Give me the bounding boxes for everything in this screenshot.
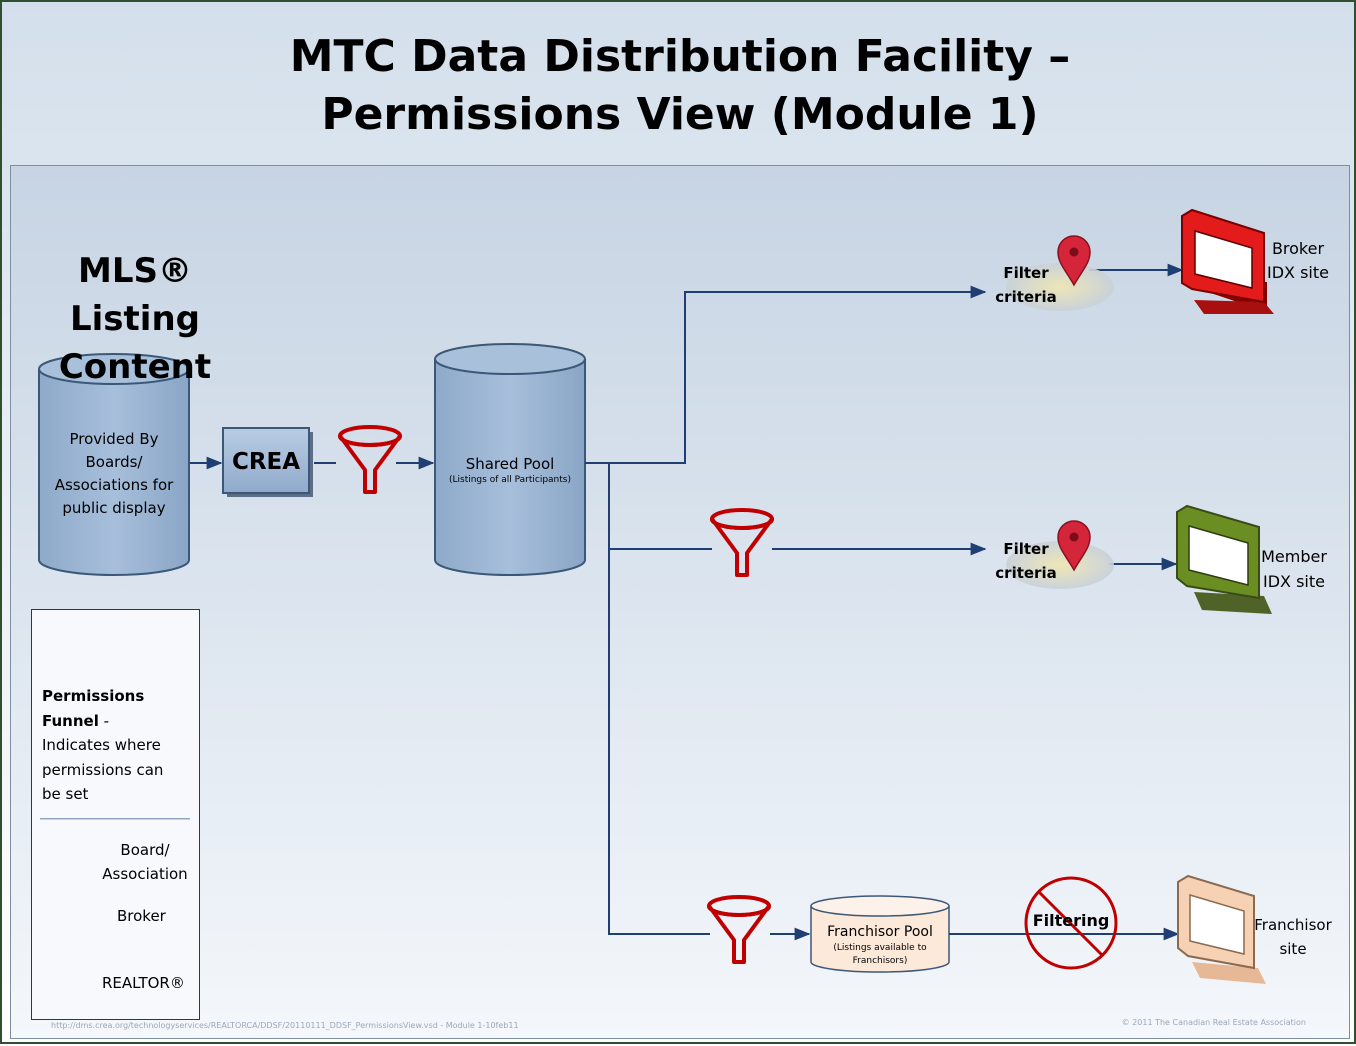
connectors xyxy=(190,263,1184,941)
title-line-1: MTC Data Distribution Facility – xyxy=(289,31,1071,82)
footer-right: © 2011 The Canadian Real Estate Associat… xyxy=(1121,1018,1306,1027)
mls-heading-line-2: Content xyxy=(58,347,212,387)
franchisor-site-line-2: site xyxy=(1279,940,1307,958)
filter-criteria-map-icon xyxy=(1006,235,1114,311)
legend-board-line-2: Association xyxy=(102,865,188,883)
legend: Permissions Funnel - Indicates where per… xyxy=(31,609,200,1020)
legend-heading-bold-1: Permissions xyxy=(42,687,145,705)
member-idx-line-1: Member xyxy=(1261,547,1327,566)
franchisor-pool-subtitle-2: Franchisors) xyxy=(852,956,908,966)
legend-desc-2: permissions can xyxy=(42,760,164,779)
broker-funnel-icon xyxy=(710,508,774,577)
diagram-frame xyxy=(10,165,1350,1039)
page-title: MTC Data Distribution Facility – Permiss… xyxy=(2,28,1356,144)
franchisor-site-line-1: Franchisor xyxy=(1254,916,1332,934)
franchisor-pool-database-icon xyxy=(810,895,950,973)
broker-funnel-icon xyxy=(707,895,771,964)
source-line-2: Boards/ xyxy=(85,453,143,471)
title-line-2: Permissions View (Module 1) xyxy=(321,89,1039,140)
legend-broker-label: Broker xyxy=(117,907,166,925)
shared-pool-database-icon xyxy=(434,343,586,576)
broker-idx-line-2: IDX site xyxy=(1267,263,1329,282)
legend-board-label: Board/ Association xyxy=(90,838,200,886)
source-database-label: Provided By Boards/ Associations for pub… xyxy=(39,428,189,520)
member-idx-label: Member IDX site xyxy=(1252,544,1336,594)
franchisor-site-label: Franchisor site xyxy=(1246,913,1340,961)
source-database-icon xyxy=(38,353,190,576)
filter-criteria-label: Filter criteria xyxy=(985,261,1067,309)
crea-box xyxy=(222,427,313,497)
legend-desc-3: be set xyxy=(42,785,89,803)
filter-criteria-map-icon xyxy=(1006,520,1114,589)
filter-criteria-label: Filter criteria xyxy=(985,537,1067,585)
legend-desc-1: Indicates where xyxy=(42,736,161,754)
filtering-label: Filtering xyxy=(1032,911,1110,930)
mls-heading: MLS® Listing Content xyxy=(20,247,250,391)
member-idx-line-2: IDX site xyxy=(1263,572,1325,591)
legend-divider xyxy=(40,818,190,820)
source-line-3: Associations for xyxy=(54,476,174,494)
broker-idx-line-1: Broker xyxy=(1271,239,1325,258)
shared-pool-label: Shared Pool (Listings of all Participant… xyxy=(430,454,590,487)
franchisor-pool-subtitle-1: (Listings available to xyxy=(833,943,927,953)
member-monitor-icon xyxy=(1176,504,1272,614)
shared-pool-title: Shared Pool xyxy=(465,455,555,473)
franchisor-pool-label: Franchisor Pool (Listings available to F… xyxy=(807,923,953,968)
legend-board-line-1: Board/ xyxy=(120,841,170,859)
footer-left: http://dms.crea.org/technologyservices/R… xyxy=(51,1021,519,1030)
no-filtering-sign-icon xyxy=(1024,876,1118,970)
filter-line-1: Filter xyxy=(1003,540,1049,558)
broker-idx-label: Broker IDX site xyxy=(1262,237,1334,285)
filter-line-2: criteria xyxy=(995,288,1057,306)
crea-label: CREA xyxy=(231,449,301,475)
legend-heading-bold-2: Funnel xyxy=(42,711,99,730)
legend-description: Permissions Funnel - Indicates where per… xyxy=(42,684,192,807)
mls-heading-line-1: MLS® Listing xyxy=(69,251,200,339)
franchisor-monitor-icon xyxy=(1177,874,1266,984)
legend-heading-dash: - xyxy=(98,711,110,730)
filter-line-1: Filter xyxy=(1003,264,1049,282)
filter-line-2: criteria xyxy=(995,564,1057,582)
broker-funnel-icon xyxy=(338,425,402,494)
broker-monitor-icon xyxy=(1181,208,1274,314)
legend-realtor-label: REALTOR® xyxy=(102,974,185,992)
shared-pool-subtitle: (Listings of all Participants) xyxy=(448,475,571,485)
source-line-4: public display xyxy=(62,499,166,517)
franchisor-pool-title: Franchisor Pool xyxy=(827,924,933,940)
source-line-1: Provided By xyxy=(69,430,159,448)
